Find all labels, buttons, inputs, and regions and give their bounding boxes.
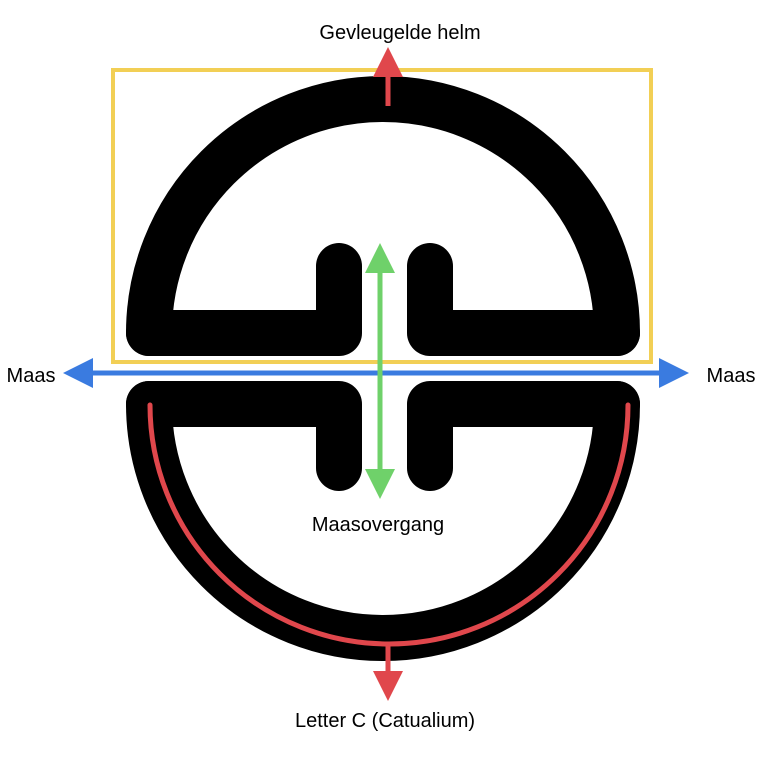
label-bottom: Letter C (Catualium): [295, 710, 475, 732]
top-arc: [126, 76, 640, 356]
symbol-top-half: [126, 76, 640, 356]
label-left: Maas: [7, 365, 56, 387]
label-center: Maasovergang: [312, 514, 444, 536]
top-right-hook: [407, 243, 640, 356]
label-right: Maas: [707, 365, 756, 387]
top-left-hook: [126, 243, 362, 356]
bottom-right-hook: [407, 381, 640, 491]
label-top: Gevleugelde helm: [319, 22, 480, 44]
bottom-left-hook: [126, 381, 362, 491]
